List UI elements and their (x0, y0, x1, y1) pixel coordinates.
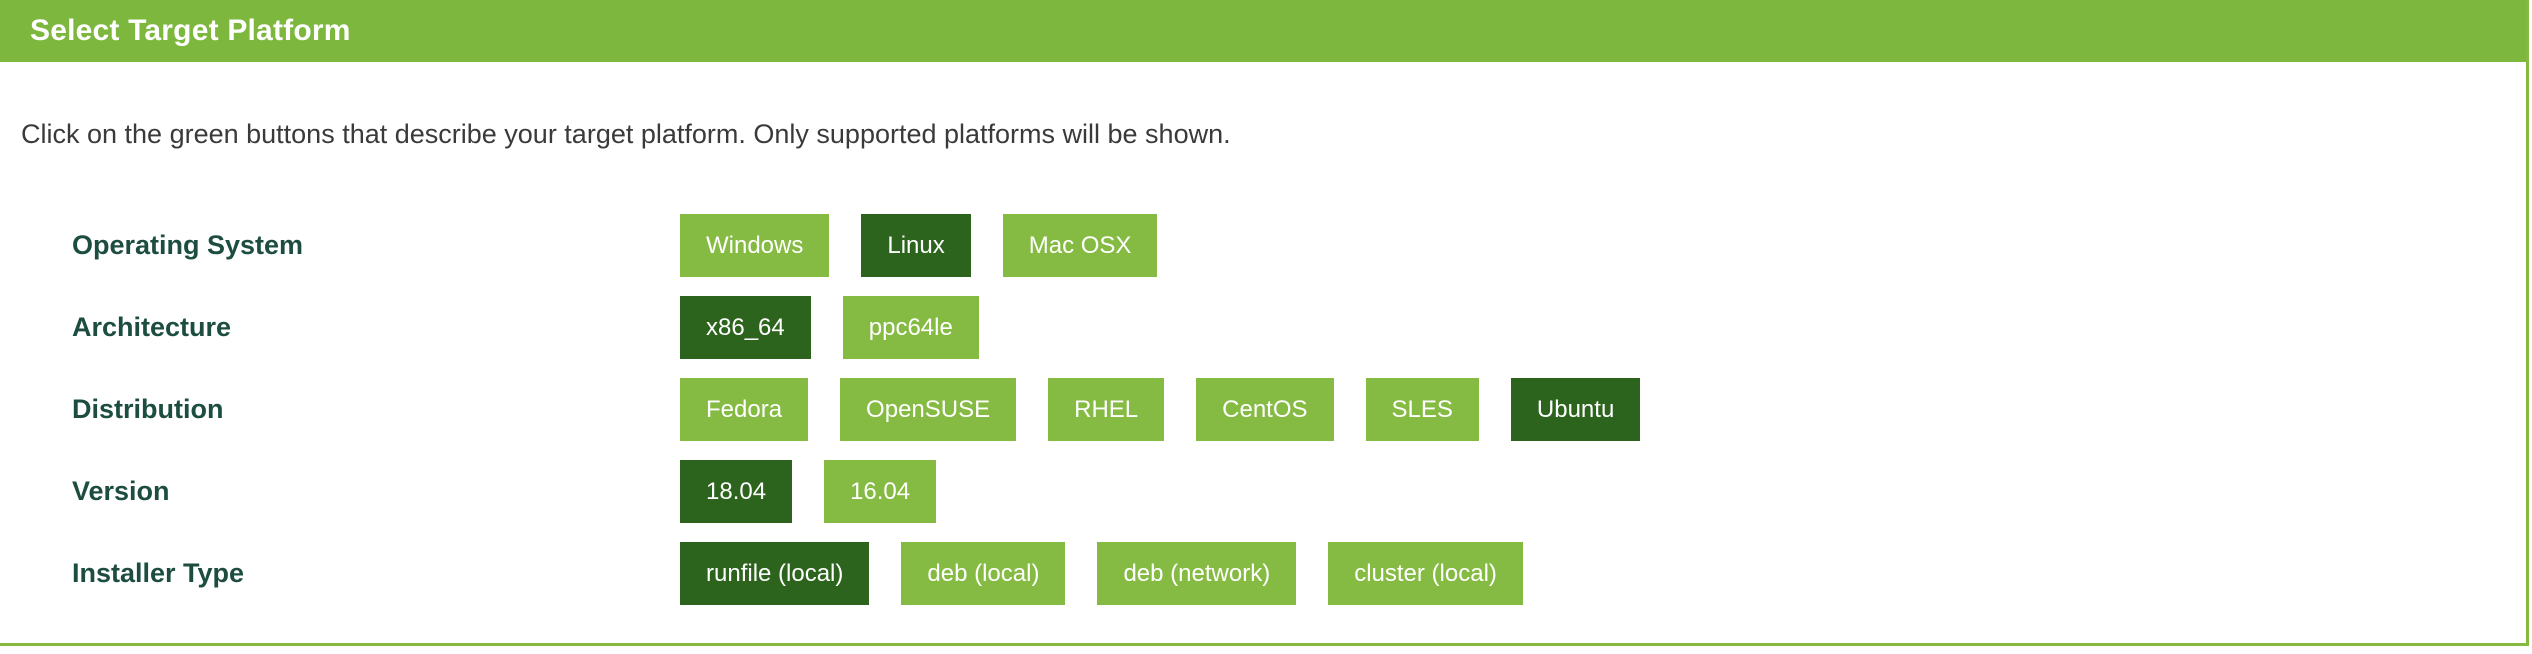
button-rhel[interactable]: RHEL (1048, 378, 1165, 441)
panel-header: Select Target Platform (0, 0, 2526, 62)
button-mac-osx[interactable]: Mac OSX (1002, 214, 1158, 277)
button-opensuse[interactable]: OpenSUSE (840, 378, 1017, 441)
row-buttons-version: 18.04 16.04 (680, 460, 937, 523)
row-architecture: Architecture x86_64 ppc64le (0, 296, 2526, 359)
instruction-text: Click on the green buttons that describe… (21, 119, 1231, 149)
row-label-distribution: Distribution (72, 394, 224, 424)
button-16-04[interactable]: 16.04 (824, 460, 937, 523)
row-label-architecture: Architecture (72, 312, 232, 342)
row-buttons-operating-system: Windows Linux Mac OSX (680, 214, 1158, 277)
row-installer-type: Installer Type runfile (local) deb (loca… (0, 542, 2526, 605)
button-windows[interactable]: Windows (680, 214, 830, 277)
row-buttons-installer-type: runfile (local) deb (local) deb (network… (680, 542, 1523, 605)
button-deb-local[interactable]: deb (local) (901, 542, 1066, 605)
row-distribution: Distribution Fedora OpenSUSE RHEL CentOS… (0, 378, 2526, 441)
row-label-installer-type: Installer Type (72, 558, 245, 588)
button-ppc64le[interactable]: ppc64le (842, 296, 979, 359)
panel-title: Select Target Platform (30, 14, 351, 47)
row-operating-system: Operating System Windows Linux Mac OSX (0, 214, 2526, 277)
row-label-version: Version (72, 476, 170, 506)
button-runfile-local[interactable]: runfile (local) (680, 542, 870, 605)
row-buttons-distribution: Fedora OpenSUSE RHEL CentOS SLES Ubuntu (680, 378, 1641, 441)
button-sles[interactable]: SLES (1365, 378, 1479, 441)
button-deb-network[interactable]: deb (network) (1097, 542, 1297, 605)
button-18-04[interactable]: 18.04 (680, 460, 793, 523)
button-linux[interactable]: Linux (861, 214, 971, 277)
row-buttons-architecture: x86_64 ppc64le (680, 296, 979, 359)
button-fedora[interactable]: Fedora (680, 378, 809, 441)
platform-selector-rows: Operating System Windows Linux Mac OSX A… (0, 214, 2526, 605)
button-cluster-local[interactable]: cluster (local) (1328, 542, 1523, 605)
row-label-operating-system: Operating System (72, 230, 304, 260)
button-centos[interactable]: CentOS (1196, 378, 1334, 441)
button-ubuntu[interactable]: Ubuntu (1510, 378, 1641, 441)
row-version: Version 18.04 16.04 (0, 460, 2526, 523)
button-x86-64[interactable]: x86_64 (680, 296, 811, 359)
